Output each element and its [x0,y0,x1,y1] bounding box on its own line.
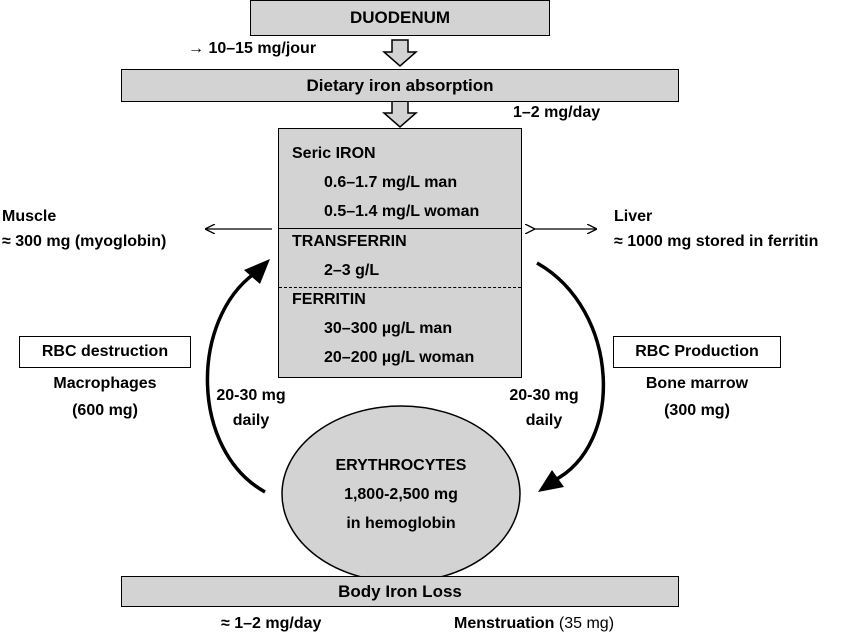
duodenum-label: DUODENUM [349,8,451,27]
down-block-arrow-1 [382,39,418,67]
production-flow-unit: daily [525,412,563,429]
rbc-production-box: RBC Production [613,336,781,368]
muscle-value: ≈ 300 mg (myoglobin) [2,233,167,250]
iron-loss-label: Body Iron Loss [338,581,462,601]
duodenum-intake: → 10–15 mg/jour [188,40,317,57]
liver-value: ≈ 1000 mg stored in ferritin [614,233,819,250]
production-amount: (300 mg) [664,402,730,419]
duodenum-box: DUODENUM [250,0,550,36]
iron-loss-daily: ≈ 1–2 mg/day [221,615,322,632]
production-curve [536,261,606,483]
seric-iron-woman: 0.5–1.4 mg/L woman [324,203,480,220]
ferritin-woman: 20–200 µg/L woman [324,349,475,366]
solid-divider [279,228,521,229]
production-site: Bone marrow [645,375,749,392]
menstruation-value: (35 mg) [558,615,615,632]
destruction-amount: (600 mg) [72,402,138,419]
erythrocytes-amount: 1,800-2,500 mg [344,486,458,503]
transferrin-value: 2–3 g/L [324,262,380,279]
ferritin-man: 30–300 µg/L man [324,320,453,337]
ferritin-title: FERRITIN [292,291,366,308]
destruction-flow-unit: daily [232,412,270,429]
erythrocytes-title: ERYTHROCYTES [335,457,467,474]
rbc-destruction-label: RBC destruction [41,343,169,360]
seric-iron-title: Seric IRON [292,145,376,162]
liver-title: Liver [614,208,653,225]
seric-iron-man: 0.6–1.7 mg/L man [324,174,458,191]
iron-loss-box: Body Iron Loss [121,576,679,607]
rbc-destruction-box: RBC destruction [19,336,191,368]
rbc-production-label: RBC Production [635,343,759,360]
menstruation: Menstruation (35 mg) [454,614,614,634]
erythrocytes-where: in hemoglobin [346,515,456,532]
production-flow: 20-30 mg [509,387,579,404]
iron-status-box [278,128,522,378]
menstruation-label: Menstruation [454,615,555,632]
down-block-arrow-2 [382,100,418,128]
dashed-divider [279,287,521,288]
absorption-label: Dietary iron absorption [306,75,494,95]
destruction-flow: 20-30 mg [216,387,286,404]
destruction-arrowhead [244,259,270,284]
muscle-title: Muscle [2,208,57,225]
production-arrowhead [538,470,564,492]
destruction-site: Macrophages [53,375,157,392]
transferrin-title: TRANSFERRIN [292,233,407,250]
absorption-rate: 1–2 mg/day [513,104,601,121]
absorption-box: Dietary iron absorption [121,69,679,102]
destruction-curve [205,271,266,494]
